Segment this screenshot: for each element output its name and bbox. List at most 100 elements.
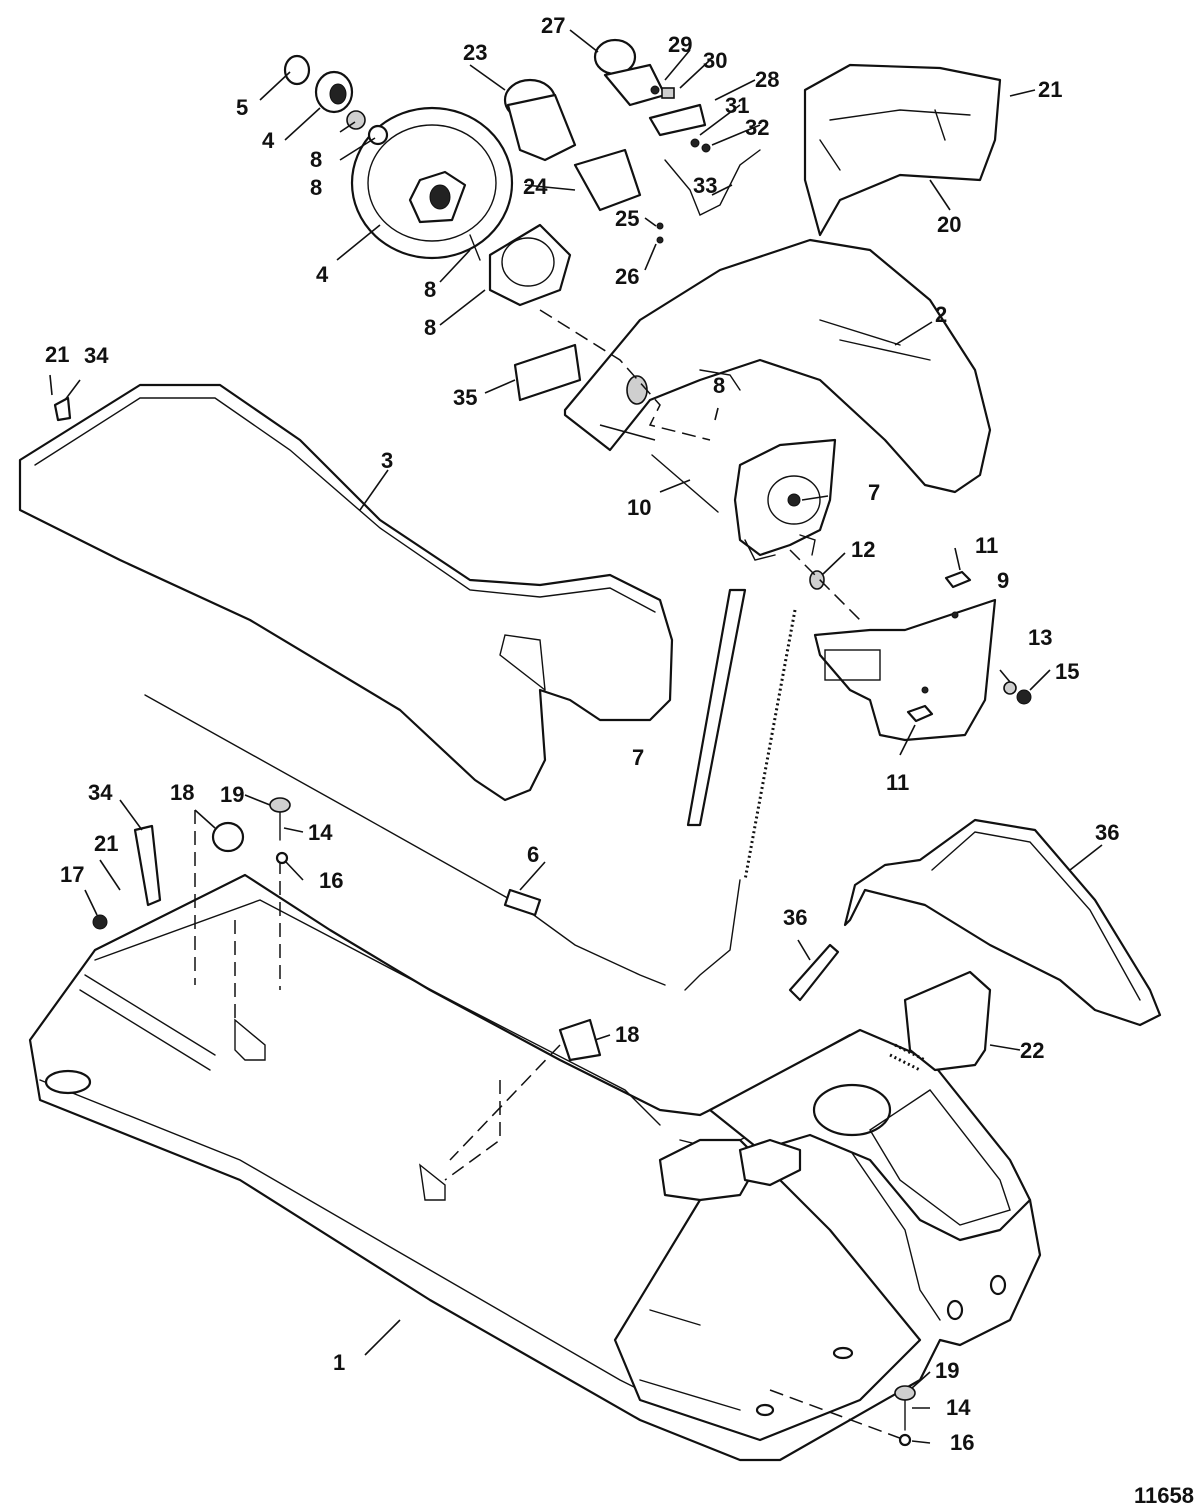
- part-7-helix-cable: [743, 609, 797, 881]
- callout-16: 16: [950, 1430, 974, 1455]
- callout-2: 2: [935, 302, 947, 327]
- callout-29: 29: [668, 32, 692, 57]
- part-25-screw: [656, 222, 664, 230]
- assembly-line-cap: [449, 1044, 561, 1161]
- part-7-shaft: [686, 588, 747, 827]
- callout-18: 18: [615, 1022, 639, 1047]
- callout-33: 33: [693, 173, 717, 198]
- callout-8: 8: [424, 277, 436, 302]
- assembly-line-helm: [539, 309, 711, 441]
- leader-lines: [49, 29, 1103, 1444]
- part-23-gauge: [503, 78, 577, 162]
- callout-21: 21: [94, 831, 118, 856]
- callout-8: 8: [310, 175, 322, 200]
- callout-34: 34: [88, 780, 113, 805]
- callout-10: 10: [627, 495, 651, 520]
- part-18-cap: [558, 1018, 602, 1062]
- callout-21: 21: [1038, 77, 1062, 102]
- callout-31: 31: [725, 93, 749, 118]
- callout-18: 18: [170, 780, 194, 805]
- callout-23: 23: [463, 40, 487, 65]
- callout-25: 25: [615, 206, 639, 231]
- part-6-cable-fitting: [503, 888, 542, 917]
- callout-36: 36: [1095, 820, 1119, 845]
- part-9-mount-bracket: [813, 598, 997, 742]
- part-8-adapter: [469, 223, 572, 307]
- part-7-cable-end: [684, 879, 741, 991]
- part-16-washer-bottom: [898, 1433, 912, 1447]
- callout-7: 7: [868, 480, 880, 505]
- part-19-plug-bottom: [894, 1385, 916, 1401]
- part-29-pin: [650, 85, 660, 95]
- hidden-compartment-lines: [194, 810, 501, 1181]
- part-18-plug-top: [211, 821, 245, 853]
- callout-5: 5: [236, 95, 248, 120]
- part-11-bolt-bottom: [906, 704, 934, 723]
- callout-labels: 1 2 3 4 4 5 6 7 7 8 8 8 8 8 9 10 11 11 1…: [45, 13, 1119, 1455]
- part-20-windshield: [803, 63, 1002, 237]
- part-24-bracket: [573, 148, 642, 212]
- callout-13: 13: [1028, 625, 1052, 650]
- callout-12: 12: [851, 537, 875, 562]
- callout-11: 11: [975, 533, 998, 558]
- callout-7: 7: [632, 745, 644, 770]
- part-12-spacer: [809, 570, 825, 590]
- part-31-grommet: [690, 138, 700, 148]
- part-19-plug-top: [269, 797, 291, 813]
- callout-24: 24: [523, 174, 548, 199]
- part-2-console-cover: [563, 238, 992, 494]
- part-4-steering-wheel: [350, 106, 514, 260]
- callout-32: 32: [745, 115, 769, 140]
- callout-14: 14: [946, 1395, 971, 1420]
- part-36-grab-handle: [788, 818, 1162, 1027]
- part-10-bolt: [651, 454, 719, 513]
- callout-22: 22: [1020, 1038, 1044, 1063]
- callout-8: 8: [310, 147, 322, 172]
- part-13-washer: [1003, 681, 1017, 695]
- callout-14: 14: [308, 820, 333, 845]
- part-7-helm: [733, 438, 837, 561]
- part-6-throttle-cable: [144, 694, 666, 986]
- part-26-washer: [656, 236, 664, 244]
- assembly-line-plug: [769, 1389, 906, 1441]
- part-15-nut: [1016, 689, 1032, 705]
- callout-36: 36: [783, 905, 807, 930]
- part-28-retainer: [648, 103, 707, 137]
- assembly-line-bracket: [789, 549, 861, 621]
- callout-17: 17: [60, 862, 84, 887]
- callout-28: 28: [755, 67, 779, 92]
- callout-19: 19: [935, 1358, 959, 1383]
- callout-30: 30: [703, 48, 727, 73]
- callout-19: 19: [220, 782, 244, 807]
- callout-27: 27: [541, 13, 565, 38]
- callout-26: 26: [615, 264, 639, 289]
- part-34-bracket: [133, 824, 162, 907]
- callout-16: 16: [319, 868, 343, 893]
- part-33-lanyard: [664, 149, 761, 216]
- part-16-washer-top: [275, 851, 289, 865]
- callout-11: 11: [886, 770, 909, 795]
- part-27-switch: [593, 38, 667, 107]
- callout-6: 6: [527, 842, 539, 867]
- callout-4: 4: [316, 262, 329, 287]
- callout-3: 3: [381, 448, 393, 473]
- part-22-mirror: [889, 970, 992, 1072]
- drawing-reference-number: 11658: [1134, 1483, 1194, 1508]
- part-11-bolt-top: [944, 570, 972, 589]
- part-1-deck-body: [28, 873, 1042, 1462]
- callout-20: 20: [937, 212, 961, 237]
- part-35-decal: [513, 343, 582, 402]
- callout-9: 9: [997, 568, 1009, 593]
- part-32-nut: [701, 143, 711, 153]
- callout-8: 8: [713, 373, 725, 398]
- callout-34: 34: [84, 343, 109, 368]
- part-3-seat: [18, 383, 674, 802]
- callout-1: 1: [333, 1350, 345, 1375]
- callout-15: 15: [1055, 659, 1079, 684]
- part-30-clip: [661, 87, 675, 99]
- part-17-nut: [92, 914, 108, 930]
- part-5-cap: [283, 54, 311, 86]
- callout-4: 4: [262, 128, 275, 153]
- part-4-hub: [314, 70, 354, 114]
